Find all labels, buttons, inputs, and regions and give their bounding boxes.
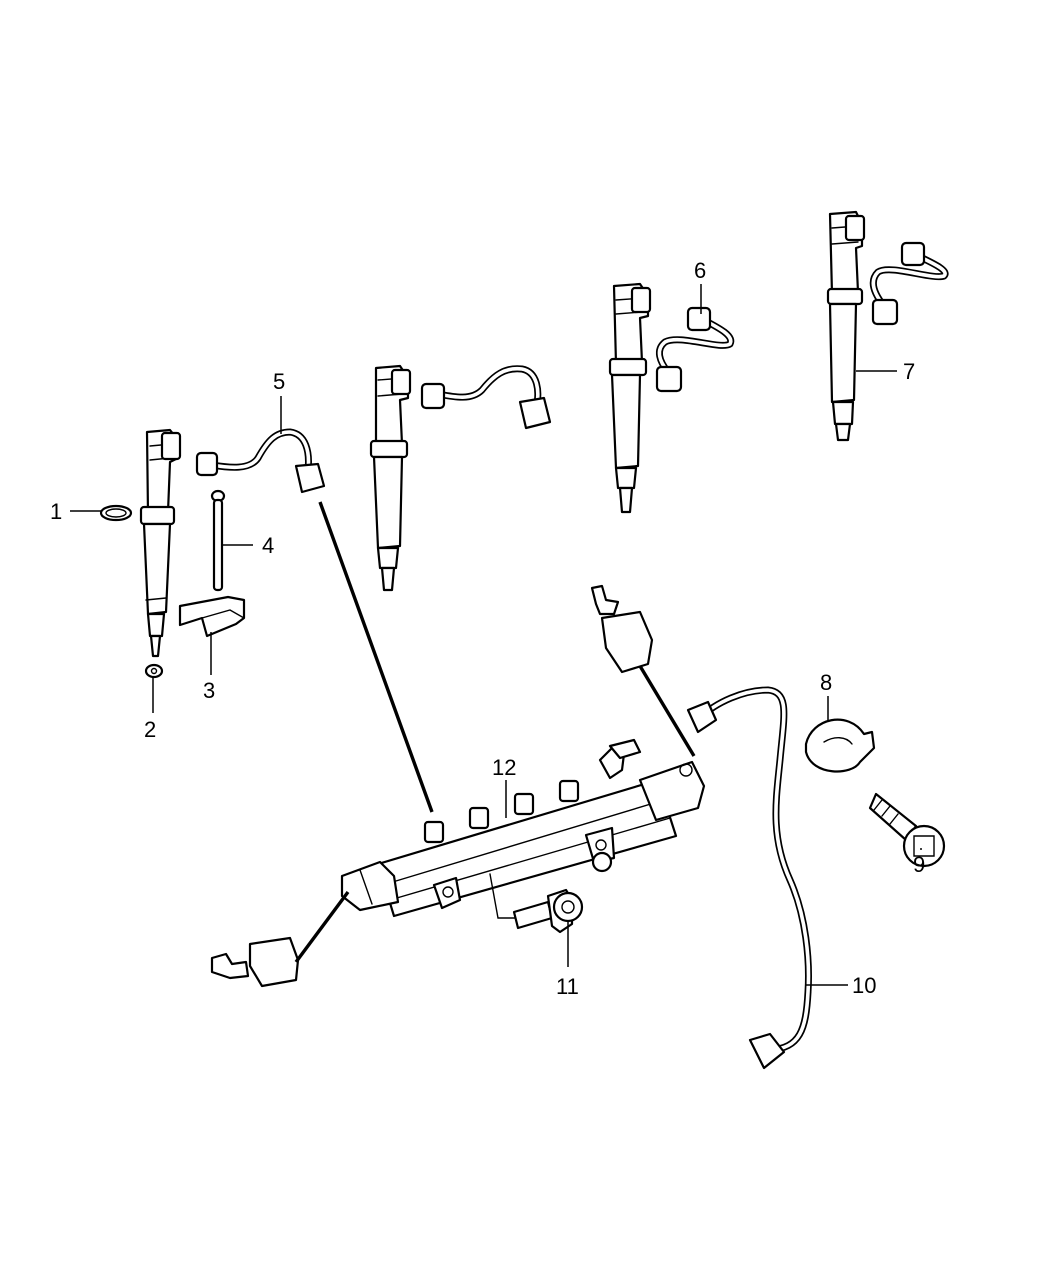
injector-harness-right[interactable] [869, 241, 949, 326]
cap-to-rail-line-right [638, 665, 696, 757]
rail-end-cap-right[interactable] [590, 584, 654, 674]
injector-harness-third[interactable] [655, 306, 735, 393]
injector-stud[interactable] [210, 489, 226, 592]
fuel-injector-second[interactable] [369, 364, 412, 592]
callout-10: 10 [852, 973, 876, 998]
callout-2: 2 [144, 717, 156, 742]
rail-end-cap-left[interactable] [210, 936, 300, 988]
callout-1: 1 [50, 499, 62, 524]
fuel-rail[interactable] [340, 738, 706, 919]
callout-5: 5 [273, 369, 285, 394]
pressure-sensor[interactable] [512, 888, 584, 934]
callout-9: 9 [913, 852, 925, 877]
fuel-line-clip[interactable] [804, 718, 876, 773]
fuel-injector-right[interactable] [826, 210, 866, 442]
cap-to-rail-line-left [294, 890, 350, 964]
fuel-line[interactable] [686, 686, 812, 1070]
mounting-bolt[interactable] [868, 792, 946, 868]
seal-ring[interactable] [99, 504, 133, 522]
callout-7: 7 [903, 359, 915, 384]
fuel-injector-left[interactable] [139, 428, 182, 658]
injector-harness-left[interactable] [195, 428, 326, 494]
callout-6: 6 [694, 258, 706, 283]
callout-12: 12 [492, 755, 516, 780]
injector-washer[interactable] [144, 663, 164, 679]
injector-harness-second[interactable] [420, 365, 552, 430]
harness-to-rail-line [318, 501, 434, 813]
callout-3: 3 [203, 678, 215, 703]
callout-8: 8 [820, 670, 832, 695]
injector-clamp[interactable] [178, 595, 246, 638]
fuel-injector-third[interactable] [608, 282, 652, 514]
callout-4: 4 [262, 533, 274, 558]
callout-11: 11 [556, 974, 579, 999]
